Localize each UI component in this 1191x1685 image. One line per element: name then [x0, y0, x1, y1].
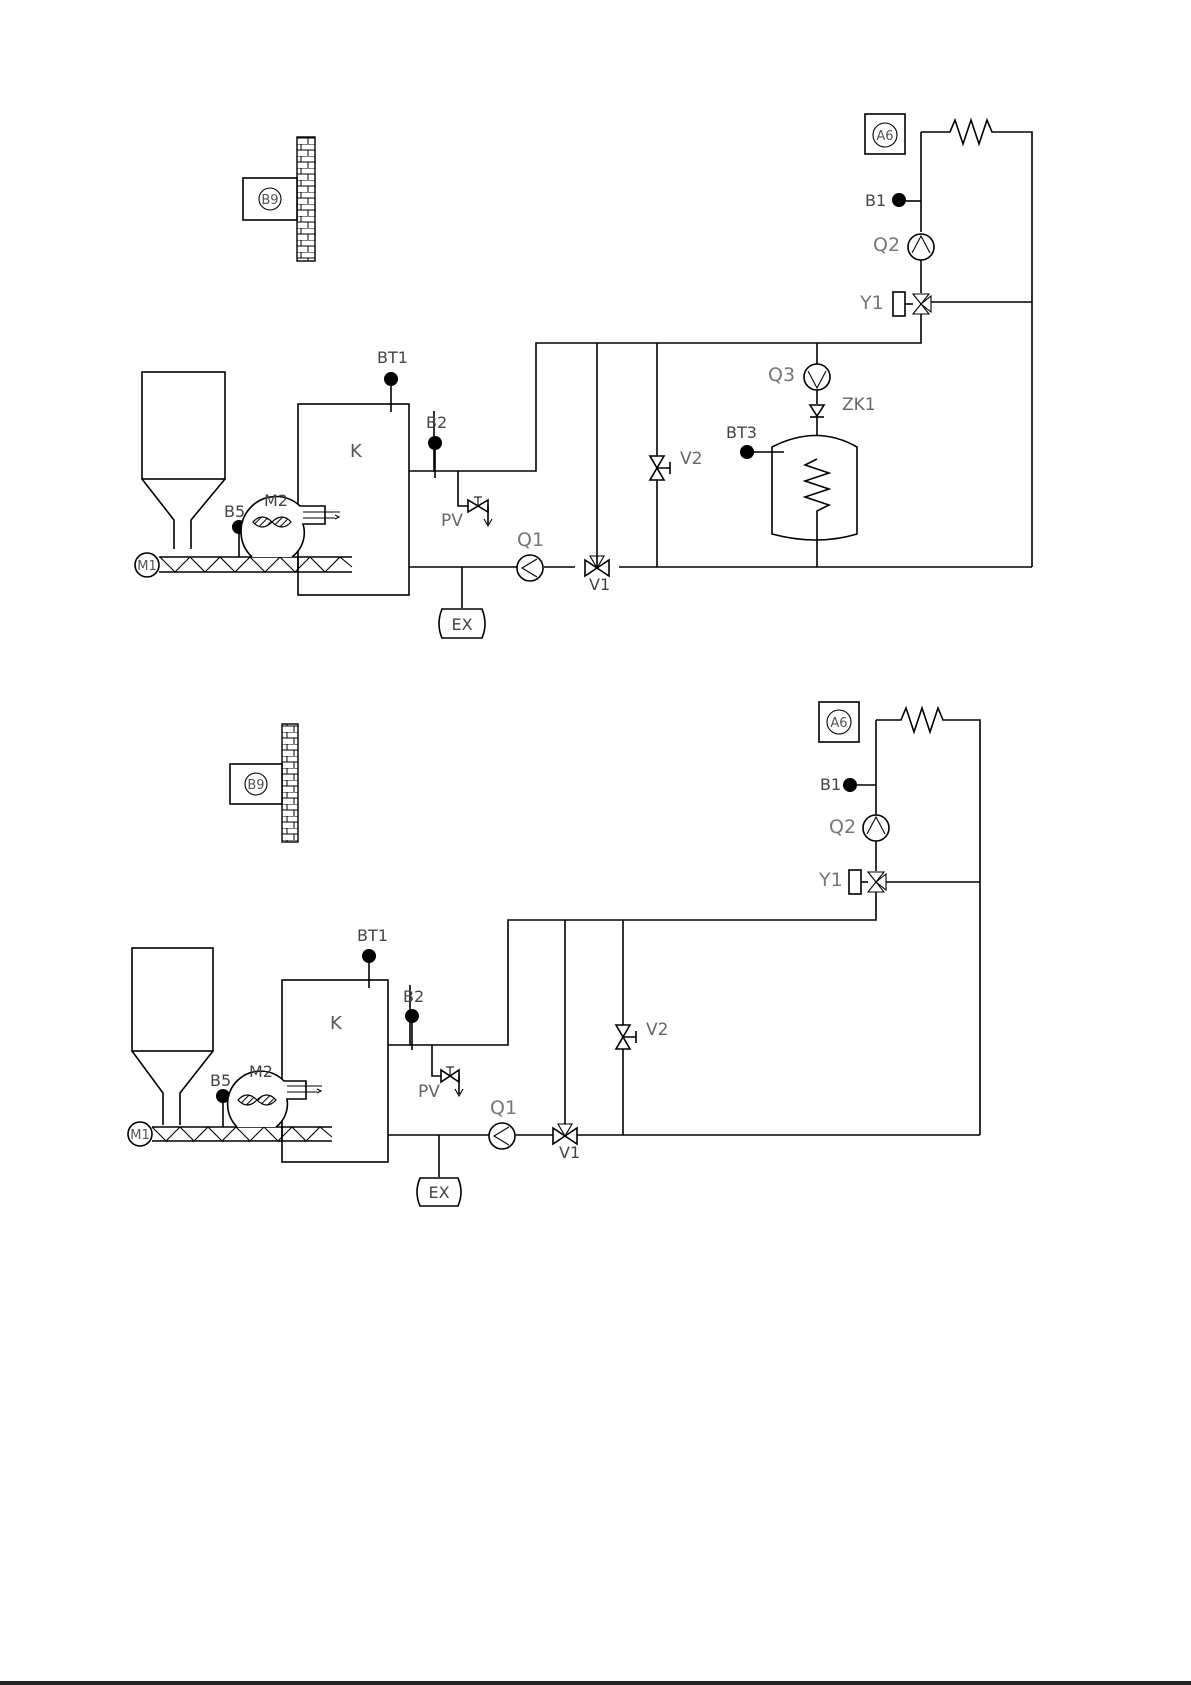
label-bt1-2: BT1 — [357, 926, 388, 945]
label-b9: B9 — [261, 193, 278, 208]
label-v1-2: V1 — [559, 1143, 580, 1162]
outdoor-sensor-b9: B9 — [243, 137, 315, 261]
label-ex: EX — [451, 615, 472, 634]
label-pv-2: PV — [418, 1082, 440, 1102]
boiler-k — [298, 404, 409, 595]
label-k: K — [350, 441, 363, 462]
boiler-k-2 — [282, 980, 388, 1162]
diagram-2: B9 A6 B1 Q2 Y1 — [128, 702, 980, 1206]
hot-water-tank — [772, 436, 857, 568]
label-bt1: BT1 — [377, 348, 408, 367]
diagram-1: B9 A6 B1 Q2 Y1 — [135, 114, 1032, 638]
label-a6: A6 — [876, 129, 893, 144]
safety-valve-pv — [458, 471, 492, 526]
label-v2-2: V2 — [646, 1020, 668, 1040]
label-y1: Y1 — [859, 292, 884, 314]
valve-v2 — [650, 456, 670, 480]
label-q2-2: Q2 — [829, 816, 856, 838]
valve-v1-2 — [553, 1124, 577, 1144]
fuel-hopper — [142, 372, 225, 549]
label-ex-2: EX — [428, 1183, 449, 1202]
mixing-valve-y1-2 — [849, 870, 886, 894]
page-bottom-border — [0, 1681, 1191, 1685]
label-b1: B1 — [865, 191, 886, 210]
sensor-b2 — [428, 436, 442, 450]
label-q3: Q3 — [768, 364, 795, 386]
label-a6-2: A6 — [830, 716, 847, 731]
label-y1-2: Y1 — [818, 869, 843, 891]
label-zk1: ZK1 — [842, 395, 876, 415]
outdoor-sensor-b9-2: B9 — [230, 724, 298, 842]
pump-q2 — [908, 234, 934, 260]
check-valve-zk1 — [810, 405, 824, 417]
sensor-b1 — [892, 193, 906, 207]
label-m2: M2 — [264, 491, 288, 510]
label-k-2: K — [330, 1013, 343, 1034]
label-b5: B5 — [224, 502, 245, 521]
sensor-bt3 — [740, 445, 754, 459]
room-unit-a6: A6 — [865, 114, 905, 154]
label-q2: Q2 — [873, 234, 900, 256]
mixing-valve-y1 — [893, 292, 931, 316]
label-q1: Q1 — [517, 529, 544, 551]
label-q1-2: Q1 — [490, 1097, 517, 1119]
label-pv: PV — [441, 511, 463, 531]
label-v1: V1 — [589, 575, 610, 594]
pump-q3 — [804, 364, 830, 390]
label-m2-2: M2 — [249, 1062, 273, 1081]
label-b2-2: B2 — [403, 987, 424, 1006]
pump-q1 — [517, 555, 543, 581]
label-b2: B2 — [426, 413, 447, 432]
label-b9-2: B9 — [247, 778, 264, 793]
pump-q2-2 — [863, 815, 889, 841]
label-m1-2: M1 — [130, 1128, 150, 1143]
label-bt3: BT3 — [726, 423, 757, 442]
sensor-b1-2 — [843, 778, 857, 792]
label-b5-2: B5 — [210, 1071, 231, 1090]
radiator-coil — [921, 120, 1032, 567]
fuel-hopper-2 — [132, 948, 213, 1125]
label-b1-2: B1 — [820, 775, 841, 794]
label-m1: M1 — [137, 559, 157, 574]
valve-v2-2 — [616, 1025, 636, 1049]
room-unit-a6-2: A6 — [819, 702, 859, 742]
radiator-coil-2 — [876, 708, 980, 1135]
sensor-b2-2 — [405, 1009, 419, 1023]
sensor-bt1-2 — [362, 949, 376, 963]
sensor-bt1 — [384, 372, 398, 386]
pump-q1-2 — [489, 1123, 515, 1149]
label-v2: V2 — [680, 449, 702, 469]
